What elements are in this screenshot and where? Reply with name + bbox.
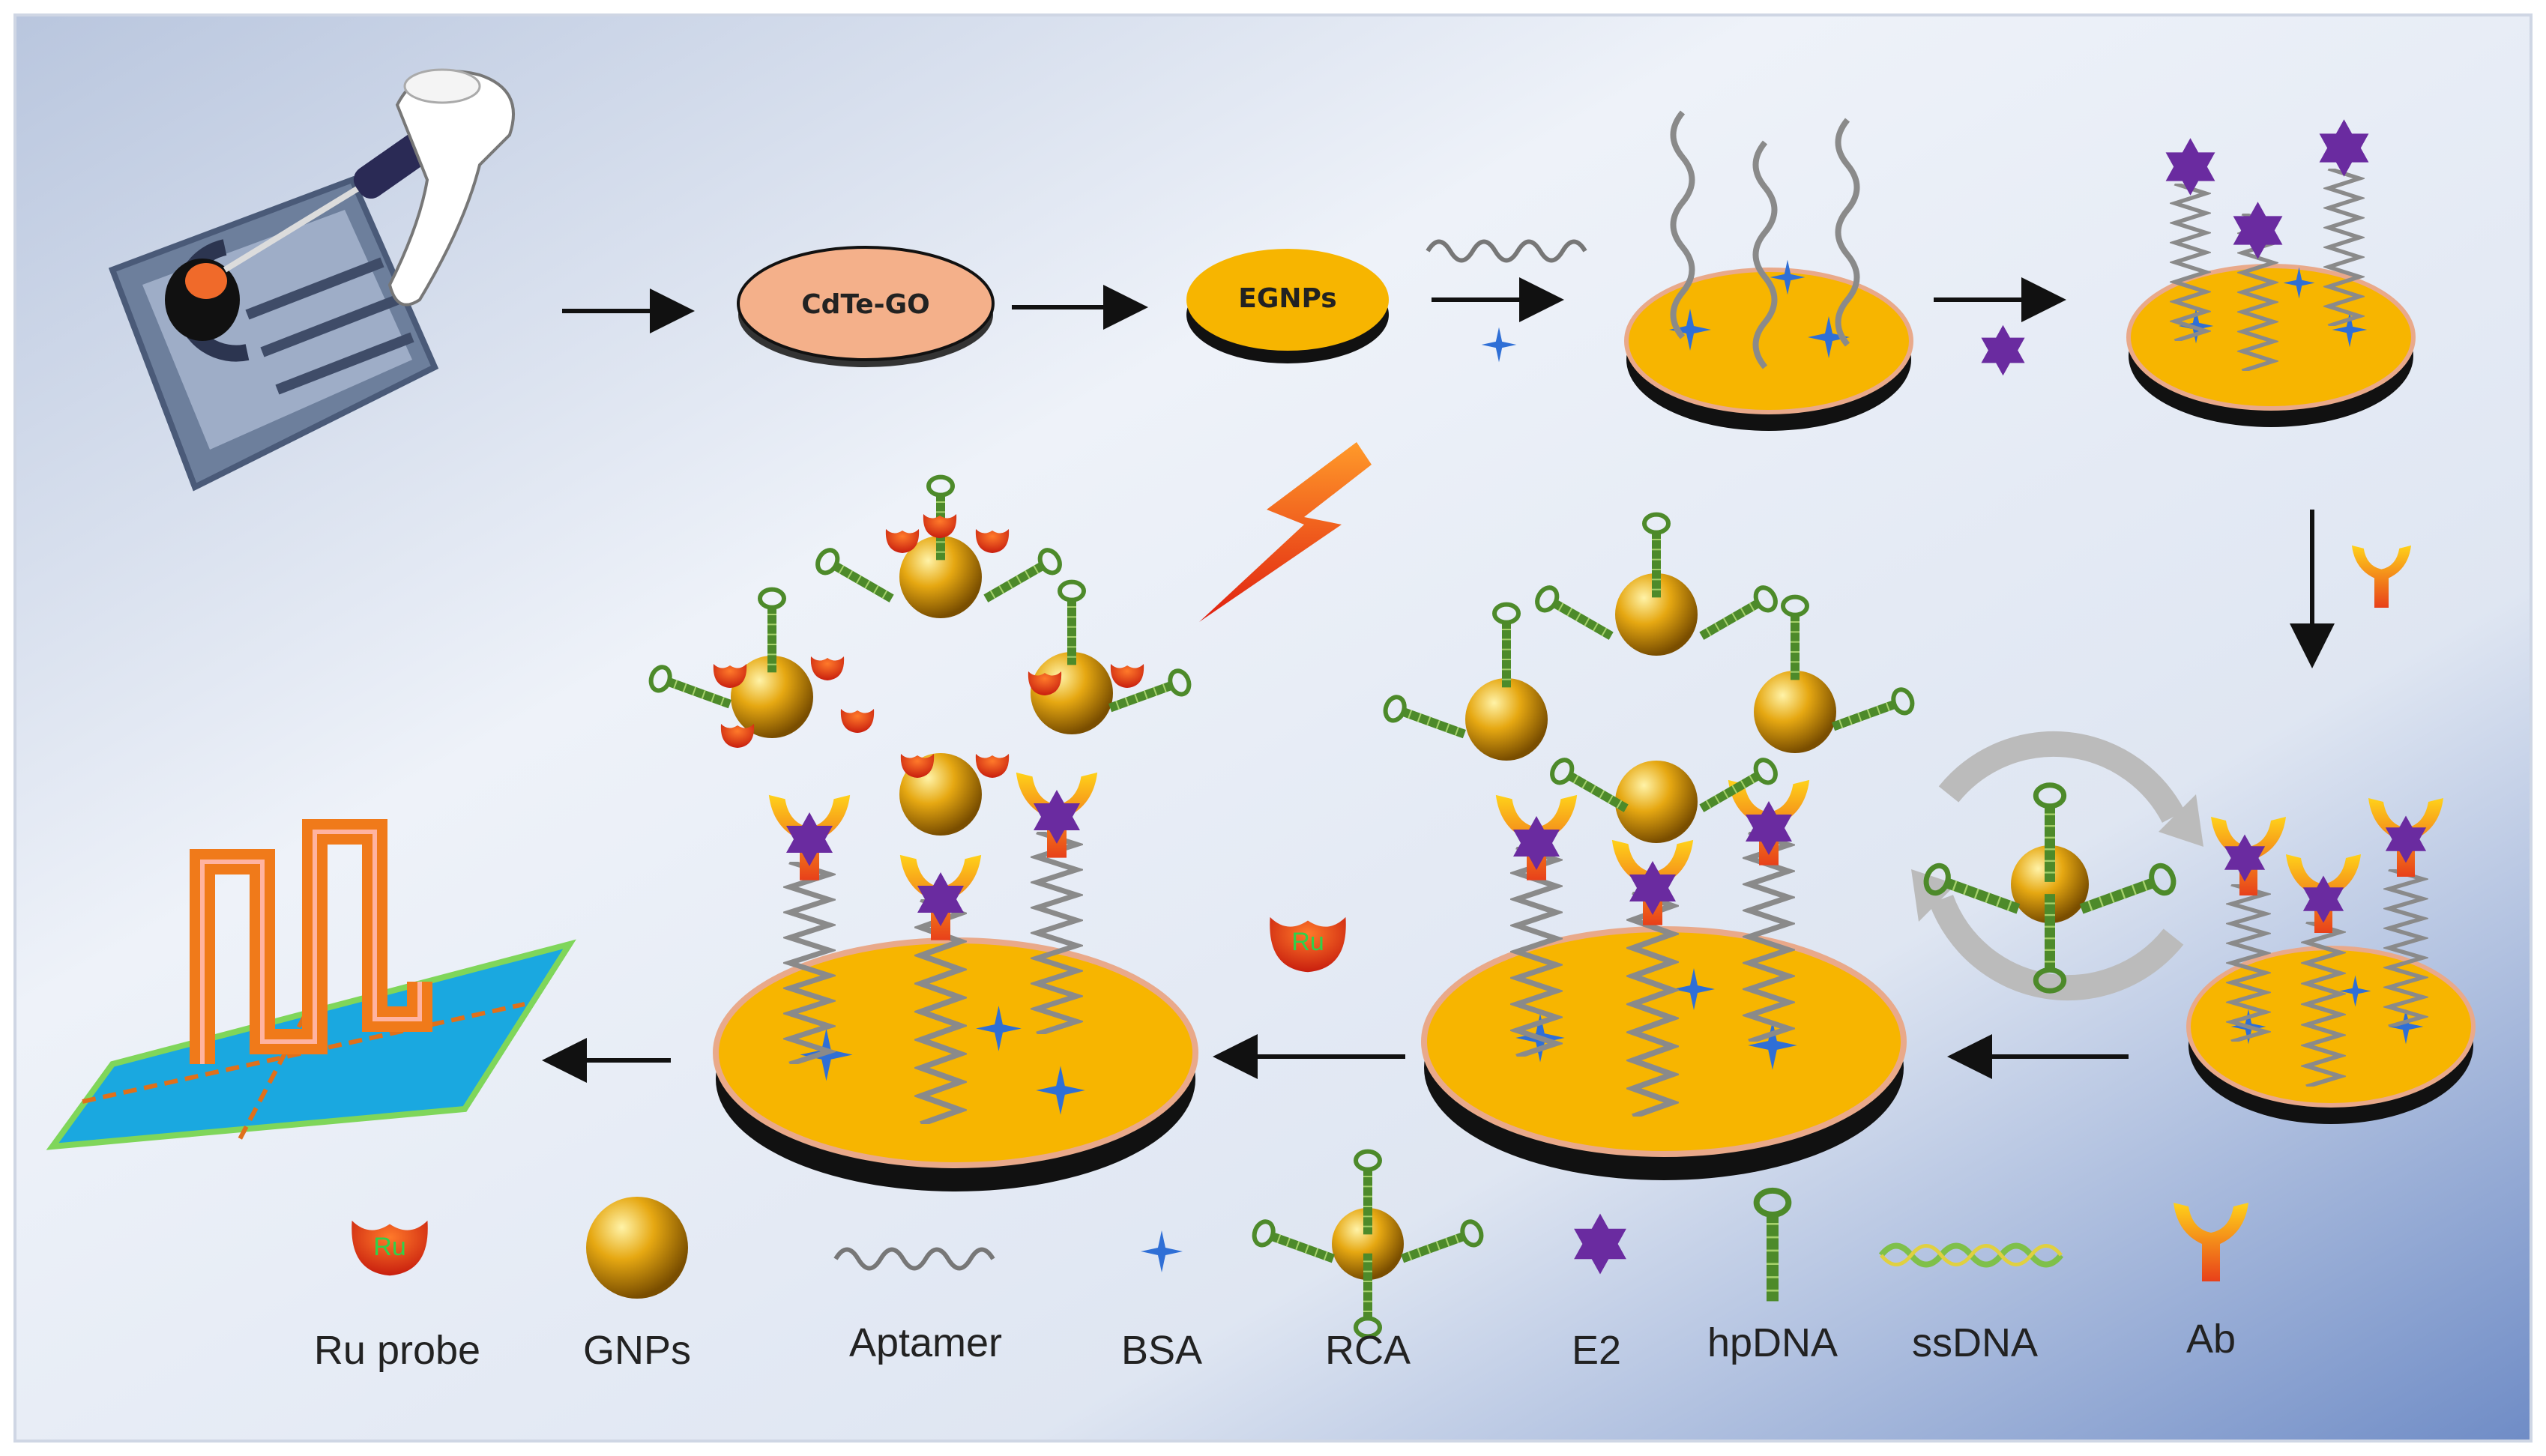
legend-ru-icon-text: Ru [373,1233,405,1261]
legend-gnps-icon [586,1197,688,1299]
rca-cycle [1911,731,2203,1001]
ru-probe-floating: Ru [1270,916,1346,973]
egnps-disk: EGNPs [1186,249,1389,363]
legend-rca: RCA [1251,1152,1484,1373]
legend-ssdna: ssDNA [1878,1242,2064,1365]
legend-aptamer-label: Aptamer [849,1320,1002,1365]
e2-bound-disk [2126,119,2416,427]
legend-rca-label: RCA [1325,1328,1411,1373]
legend-hpdna-label: hpDNA [1707,1320,1838,1365]
legend-ab-label: Ab [2186,1317,2236,1362]
ab-bound-disk [2186,798,2476,1124]
aptamer-over-arrow [1426,239,1587,263]
legend-bsa: BSA [1121,1230,1202,1373]
rca-assembled-disk [1382,515,1915,1180]
legend: Ru Ru probe GNPs Aptamer BSA RCA E2 [314,1152,2248,1373]
ru-floating-text: Ru [1291,928,1324,956]
legend-hpdna: hpDNA [1707,1191,1838,1365]
cdte-go-label: CdTe-GO [801,289,929,320]
egnps-label: EGNPs [1238,283,1336,314]
signal-readout [46,819,576,1150]
legend-bsa-label: BSA [1121,1328,1202,1373]
legend-gnps: GNPs [583,1197,691,1373]
screen-printed-electrode [108,175,439,492]
legend-e2: E2 [1572,1213,1626,1373]
legend-gnps-label: GNPs [583,1328,691,1373]
aptamer-disk [1624,110,1913,431]
legend-ssdna-label: ssDNA [1912,1320,2038,1365]
legend-aptamer-icon [833,1247,995,1271]
cdte-go-disk: CdTe-GO [737,246,995,367]
legend-rca-icon [1332,1208,1404,1280]
ru-labeled-disk [648,477,1198,1191]
arrows [542,277,2335,1083]
legend-ru-probe-label: Ru probe [314,1328,480,1373]
lightning-bolt [1199,442,1372,622]
legend-aptamer: Aptamer [833,1247,1002,1365]
legend-e2-label: E2 [1572,1328,1621,1373]
legend-ab: Ab [2174,1203,2248,1362]
legend-ru-probe: Ru Ru probe [314,1220,480,1373]
pipette [223,68,515,306]
